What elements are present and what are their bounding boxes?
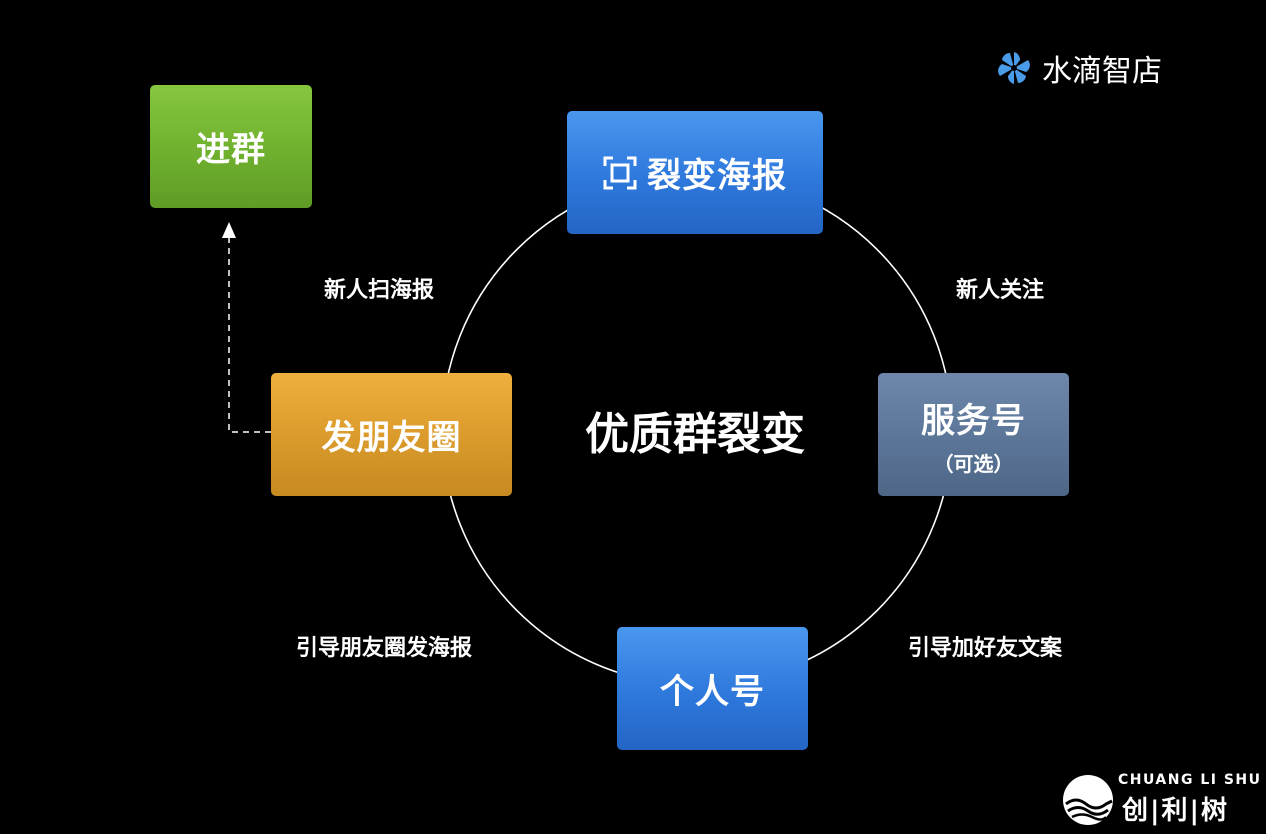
scan-frame-icon: [603, 156, 637, 190]
service-account-optional-label: （可选）: [933, 451, 1014, 476]
brand-top-name: 水滴智店: [1042, 54, 1162, 89]
personal-account-label: 个人号: [660, 672, 765, 712]
poster-node: 裂变海报: [567, 111, 823, 234]
brand-bottom: CHUANG LI SHU 创|利|树: [1060, 768, 1266, 834]
edge-label-new-follow: 新人关注: [956, 278, 1045, 303]
service-account-label: 服务号: [921, 400, 1026, 441]
join-group-label: 进群: [196, 130, 266, 170]
brand-bottom-english: CHUANG LI SHU: [1118, 772, 1262, 788]
service-account-node: 服务号 （可选）: [878, 373, 1069, 496]
center-title: 优质群裂变: [585, 409, 805, 460]
arrowhead-up-icon: [222, 222, 236, 238]
edge-label-new-scan-poster: 新人扫海报: [324, 278, 435, 303]
dashed-arrow-path: [228, 238, 271, 433]
brand-top: 水滴智店: [996, 48, 1162, 89]
moments-label: 发朋友圈: [321, 418, 462, 458]
edge-label-add-friend-copy: 引导加好友文案: [908, 636, 1063, 661]
moments-node: 发朋友圈: [271, 373, 512, 496]
personal-account-node: 个人号: [617, 627, 808, 750]
brand-bottom-chinese: 创|利|树: [1122, 796, 1229, 826]
poster-label: 裂变海报: [647, 156, 787, 196]
edge-label-guide-moments-poster: 引导朋友圈发海报: [296, 636, 473, 661]
join-group-node: 进群: [150, 85, 312, 208]
water-drop-logo-icon: [996, 50, 1032, 86]
wave-circle-logo-icon: [1062, 774, 1114, 826]
